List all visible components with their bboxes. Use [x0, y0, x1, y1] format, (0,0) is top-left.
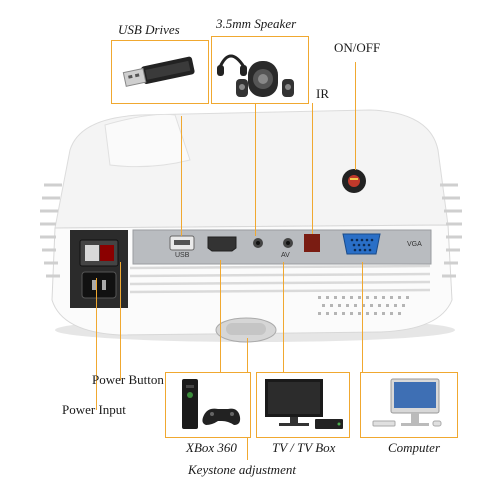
tv-label: TV / TV Box: [272, 440, 336, 455]
tv-icon: [265, 379, 343, 429]
usb-drives-box: [111, 40, 209, 104]
headphones-icon: [217, 54, 247, 76]
power-input-line: [96, 278, 97, 410]
av-port-label: AV: [281, 252, 290, 259]
vga-port-label: VGA: [407, 241, 422, 248]
tv-connector-line: [283, 262, 284, 372]
usb-port-label: USB: [175, 252, 190, 259]
power-button-label: Power Button: [92, 372, 164, 387]
xbox-icon: [182, 379, 241, 429]
tv-box: [256, 372, 350, 438]
xbox-connector-line: [220, 260, 221, 372]
usb-drive-icon: [122, 56, 195, 87]
computer-icon: [372, 378, 442, 427]
speaker-label: 3.5mm Speaker: [216, 16, 297, 31]
usb-drives-label: USB Drives: [118, 22, 180, 37]
ir-label: IR: [316, 86, 329, 101]
computer-box: [360, 372, 458, 438]
speaker-box: [211, 36, 309, 104]
computer-label: Computer: [388, 440, 440, 455]
keystone-label: Keystone adjustment: [188, 462, 296, 477]
speaker-connector-line: [255, 103, 256, 236]
usb-connector-line: [181, 116, 182, 236]
power-input-label: Power Input: [62, 402, 126, 417]
xbox-box: [165, 372, 251, 438]
ir-connector-line: [312, 103, 313, 234]
xbox-label: XBox 360: [186, 440, 237, 455]
speaker-icon: [217, 54, 294, 97]
power-button-line: [120, 262, 121, 380]
on-off-label: ON/OFF: [334, 40, 381, 55]
onoff-connector-line: [355, 62, 356, 170]
computer-connector-line: [362, 262, 363, 372]
